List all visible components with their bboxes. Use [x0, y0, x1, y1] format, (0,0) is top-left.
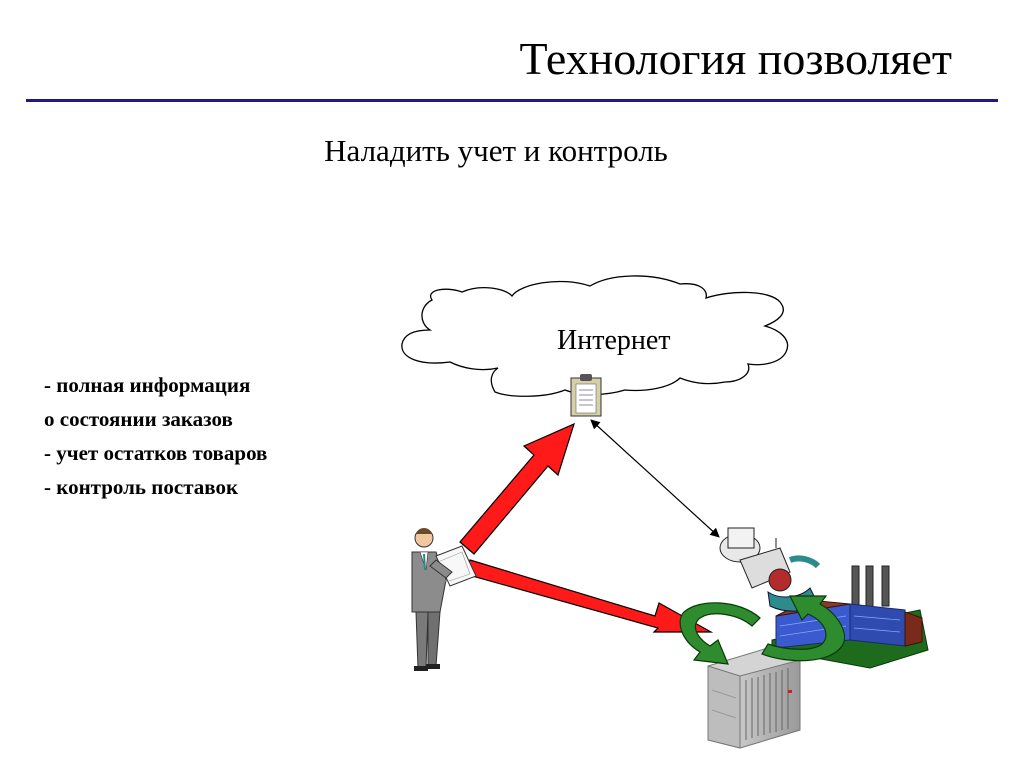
- businessman-icon: [411, 528, 477, 671]
- bullet-item-2: о состоянии заказов: [44, 407, 233, 431]
- connection-arrow: [590, 419, 720, 538]
- bullet-item-1: - полная информация: [44, 373, 251, 397]
- subtitle: Наладить учет и контроль: [0, 135, 1024, 166]
- bullet-list: - полная информация о состоянии заказов …: [44, 368, 267, 504]
- server-rack-icon: [707, 647, 801, 749]
- bullet-item-4: - контроль поставок: [44, 475, 239, 499]
- subtitle-text: Наладить учет и контроль: [324, 133, 668, 168]
- red-arrow-to-server: [464, 559, 714, 633]
- operator-at-computer-icon: [719, 527, 821, 612]
- internet-cloud: [401, 275, 789, 397]
- internet-label: Интернет: [557, 325, 671, 356]
- bullet-item-3: - учет остатков товаров: [44, 441, 268, 465]
- title-rule: [26, 99, 998, 102]
- red-arrow-to-internet: [459, 422, 575, 555]
- green-cycle-arrow-2: [761, 595, 846, 662]
- clipboard-icon: [570, 374, 602, 417]
- green-cycle-arrow-1: [679, 602, 761, 665]
- slide-title: Технология позволяет: [519, 33, 953, 84]
